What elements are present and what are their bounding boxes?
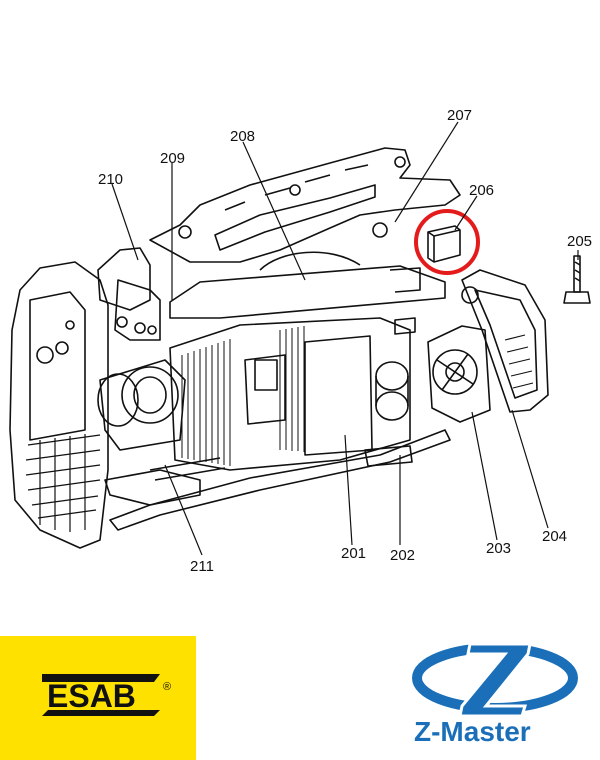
- callout-209: 209: [160, 150, 186, 167]
- leader-201: [344, 434, 353, 546]
- machine-drawing: [9, 121, 591, 556]
- rear-panel: [461, 269, 549, 413]
- esab-registered-mark: ®: [163, 681, 172, 693]
- leader-207: [394, 121, 459, 223]
- leader-208: [242, 141, 306, 281]
- callout-207: 207: [447, 107, 473, 124]
- screw: [573, 255, 581, 293]
- esab-logo-mark: [42, 674, 160, 716]
- handle-frame: [149, 147, 461, 263]
- top-board: [169, 265, 446, 319]
- callout-208: 208: [230, 128, 256, 145]
- exploded-parts-diagram: [9, 121, 591, 556]
- callout-201: 201: [341, 545, 367, 562]
- front-panel: [9, 261, 109, 549]
- esab-logo: ESAB ®: [0, 636, 196, 760]
- leader-203: [471, 411, 498, 541]
- highlight-circle: [414, 209, 480, 275]
- leader-210: [111, 183, 139, 261]
- callout-202: 202: [390, 547, 416, 564]
- esab-wordmark: ESAB: [47, 678, 136, 714]
- callout-211: 211: [190, 558, 214, 575]
- callout-210: 210: [98, 171, 124, 188]
- callout-206: 206: [469, 182, 495, 199]
- power-module: [304, 335, 373, 456]
- zmaster-logo-mark: [412, 642, 578, 718]
- zmaster-wordmark: Z-Master: [414, 716, 531, 747]
- highlighted-part: [427, 225, 461, 263]
- leader-211: [164, 464, 203, 556]
- cooling-fan: [427, 325, 491, 423]
- callout-204: 204: [542, 528, 568, 545]
- leader-204: [511, 409, 549, 529]
- callout-203: 203: [486, 540, 512, 557]
- leader-206: [454, 195, 478, 231]
- callout-205: 205: [567, 233, 593, 250]
